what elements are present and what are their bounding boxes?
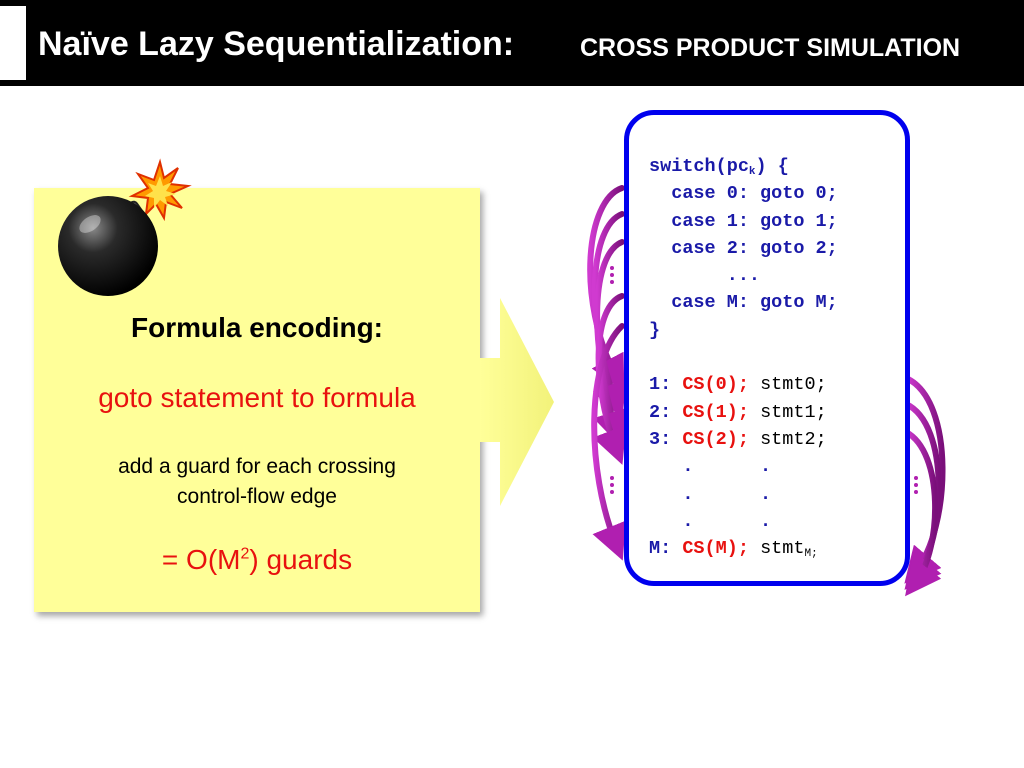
code-case1: case 1: goto 1;: [671, 210, 838, 232]
formula-description-line2: control-flow edge: [177, 485, 337, 508]
edge-case0: [587, 185, 625, 392]
edge-caseM: [591, 323, 626, 561]
title-bar: Naïve Lazy Sequentialization: CROSS PROD…: [0, 0, 1024, 86]
code-dots-3: . .: [682, 510, 772, 532]
guards-prefix: = O(M: [161, 544, 241, 575]
edge-case1: [591, 211, 627, 419]
code-close-brace: }: [649, 319, 661, 341]
ellipsis-left-bottom-icon: [608, 476, 616, 498]
code-switch: switch(pck) {: [649, 156, 789, 178]
formula-description-line1: add a guard for each crossing: [118, 455, 396, 478]
code-case2: case 2: goto 2;: [671, 237, 838, 259]
title-accent: [0, 6, 26, 80]
code-case-ellipsis: ...: [726, 265, 761, 287]
guards-suffix: ) guards: [249, 544, 353, 575]
ellipsis-right-icon: [912, 476, 920, 498]
code-panel: switch(pck) { case 0: goto 0; case 1: go…: [624, 110, 910, 586]
edge-case2: [593, 239, 628, 448]
code-blank: [649, 344, 838, 371]
formula-subheading: goto statement to formula: [98, 382, 416, 413]
guards-complexity: = O(M2) guards: [34, 544, 480, 576]
guards-exponent: 2: [240, 545, 250, 563]
code-row-2: 2: CS(1); stmt1;: [649, 401, 827, 423]
code-listing: switch(pck) { case 0: goto 0; case 1: go…: [649, 153, 838, 562]
code-row-M: M: CS(M); stmtM;: [649, 538, 818, 561]
edge-stmt2: [903, 429, 942, 597]
code-row-1: 1: CS(0); stmt0;: [649, 374, 827, 396]
right-arrow-icon: [480, 298, 554, 506]
code-dots-2: . .: [682, 483, 772, 505]
slide-subtitle: CROSS PRODUCT SIMULATION: [580, 34, 961, 62]
code-dots-1: . .: [682, 456, 772, 478]
formula-heading: Formula encoding:: [131, 312, 383, 343]
formula-description: add a guard for each crossing control-fl…: [34, 452, 480, 512]
code-case0: case 0: goto 0;: [671, 183, 838, 205]
bomb-icon: [58, 158, 192, 296]
ellipsis-left-top-icon: [608, 266, 616, 288]
code-row-3: 3: CS(2); stmt2;: [649, 428, 827, 450]
code-caseM: case M: goto M;: [671, 292, 838, 314]
slide-title: Naïve Lazy Sequentialization:: [38, 25, 515, 63]
edge-case-extra: [592, 293, 627, 465]
